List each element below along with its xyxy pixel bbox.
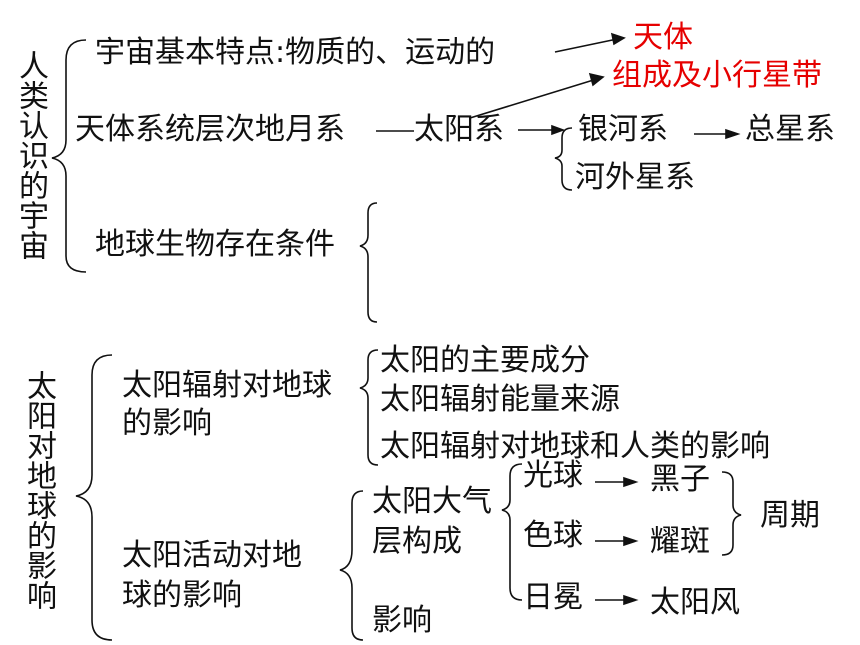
atmosphere-label-1: 太阳大气	[372, 484, 492, 519]
section1-title: 人类认识的宇宙	[13, 50, 48, 260]
period: 周期	[760, 498, 820, 533]
layer-corona: 日冕	[523, 580, 583, 615]
radiation-label-1: 太阳辐射对地球	[122, 368, 332, 403]
brace-layers	[501, 463, 523, 601]
arrow-to-celestial	[554, 37, 623, 53]
section2-title: 太阳对地球的影响	[21, 370, 56, 610]
arrowhead-photosphere	[623, 476, 639, 488]
brace-life	[359, 202, 378, 323]
arrowhead-solar-galaxy	[551, 124, 566, 136]
impact: 影响	[372, 603, 432, 638]
hierarchy-earth-moon: 天体系统层次地月系	[75, 112, 345, 147]
brace-sun-effects	[75, 354, 113, 641]
radiation-item-impact: 太阳辐射对地球和人类的影响	[380, 429, 770, 464]
solar-system: 太阳系	[414, 112, 504, 147]
layer-photosphere: 光球	[523, 458, 583, 493]
milky-way: 银河系	[578, 112, 668, 147]
arrowhead-composition	[588, 72, 605, 87]
phenomenon-flares: 耀斑	[650, 524, 710, 559]
arrow-to-composition	[469, 77, 601, 119]
celestial-bodies: 天体	[633, 20, 693, 55]
phenomenon-sunspots: 黑子	[650, 462, 710, 497]
life-conditions: 地球生物存在条件	[95, 227, 335, 262]
activity-label-2: 球的影响	[122, 578, 242, 613]
activity-label-1: 太阳活动对地	[122, 538, 302, 573]
brace-period	[721, 471, 742, 556]
radiation-item-energy-source: 太阳辐射能量来源	[380, 382, 620, 417]
atmosphere-label-2: 层构成	[372, 524, 462, 559]
arrowhead-chromosphere	[623, 535, 639, 547]
total-galaxy-system: 总星系	[745, 112, 835, 147]
arrowhead-corona	[623, 594, 639, 606]
brace-radiation	[359, 349, 379, 466]
brace-activity	[339, 490, 364, 641]
brace-galaxy	[554, 127, 573, 191]
radiation-item-composition: 太阳的主要成分	[380, 343, 590, 378]
extragalactic-system: 河外星系	[575, 160, 695, 195]
radiation-label-2: 的影响	[122, 406, 212, 441]
brace-universe	[51, 39, 87, 273]
arrowhead-celestial	[610, 32, 626, 46]
layer-chromosphere: 色球	[523, 518, 583, 553]
phenomenon-solar-wind: 太阳风	[650, 585, 740, 620]
composition-asteroid-belt: 组成及小行星带	[612, 58, 822, 93]
universe-features: 宇宙基本特点:物质的、运动的	[95, 35, 496, 70]
arrowhead-galaxy-total	[725, 128, 741, 140]
